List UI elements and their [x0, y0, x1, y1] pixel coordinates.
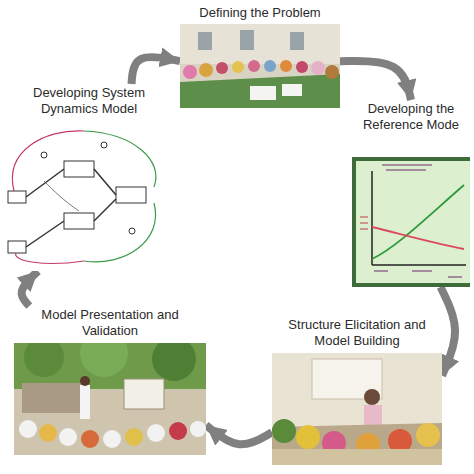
- stage-node: Defining the Problem: [180, 4, 340, 108]
- stage-node: Developing the Reference Mode: [352, 100, 470, 287]
- cycle-arrow: [132, 57, 181, 84]
- stage-node: Structure Elicitation and Model Building: [272, 316, 442, 465]
- stage-node: Model Presentation and Validation: [14, 306, 206, 455]
- village-photo: [14, 343, 206, 455]
- system-dynamics-diagram: [4, 121, 174, 271]
- cycle-arrow: [206, 425, 272, 444]
- cycle-arrow: [340, 61, 411, 100]
- meeting-photo: [180, 24, 340, 108]
- cycle-arrow: [22, 271, 38, 306]
- stage-node: Developing System Dynamics Model: [4, 84, 174, 271]
- stage-title: Model Presentation and Validation: [14, 306, 206, 341]
- reference-mode-chart: [352, 157, 470, 287]
- stage-title: Developing the Reference Mode: [352, 100, 470, 135]
- workshop-photo: [272, 353, 442, 465]
- stage-title: Developing System Dynamics Model: [4, 84, 174, 119]
- stage-title: Defining the Problem: [180, 4, 340, 23]
- stage-title: Structure Elicitation and Model Building: [272, 316, 442, 351]
- cycle-arrow: [441, 287, 456, 376]
